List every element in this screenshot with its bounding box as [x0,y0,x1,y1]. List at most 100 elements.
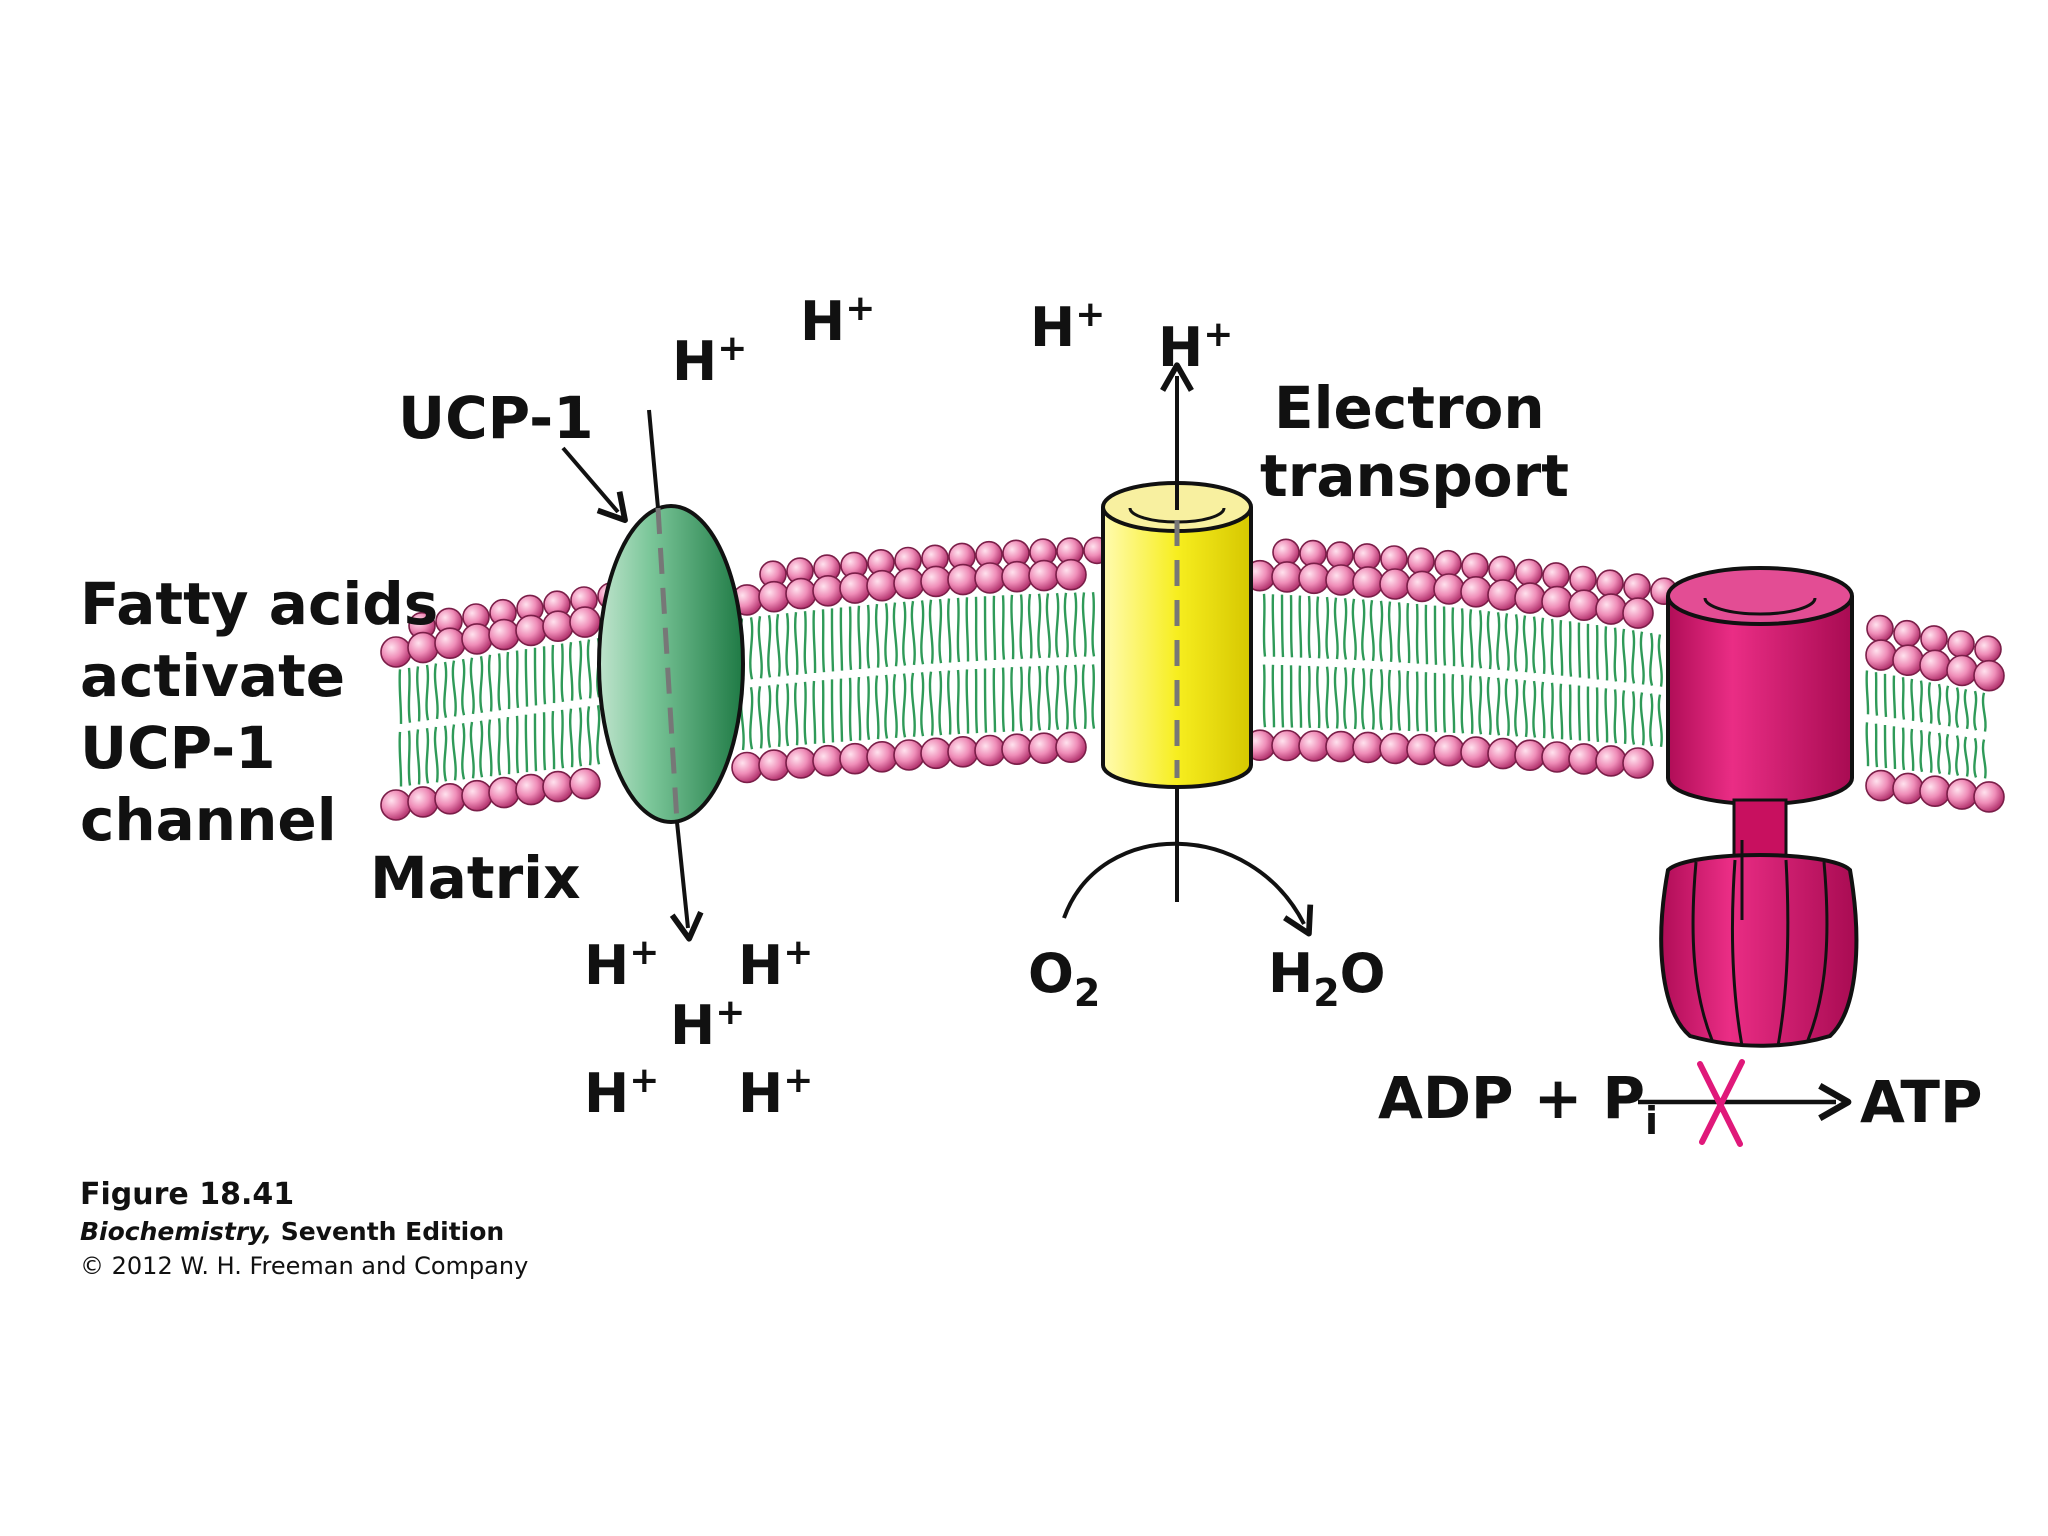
lipid-head [1460,575,1492,608]
lipid-tail [506,716,511,775]
water-label: H2O [1268,942,1386,1015]
lipid-tail [469,657,475,715]
lipid-tail [1397,602,1402,663]
lipid-tail [1945,733,1951,775]
lipid-tail [433,663,439,720]
lipid-tail [1478,610,1483,669]
lipid-tail [1981,692,1987,732]
lipid-tail [1451,607,1456,667]
lipid-tail [983,596,988,661]
lipid-tail [874,675,880,740]
lipid-tail [1298,665,1303,728]
lipid-tail [1091,664,1096,729]
lipid-tail [1073,664,1078,730]
lipid-tail [983,668,988,733]
lipid-head [569,606,601,638]
lipid-tail [1081,592,1087,657]
lipid-tail [1271,594,1276,657]
lipid-tail [1649,632,1654,686]
lipid-tail [1325,666,1330,729]
lipid-tail [1621,690,1627,745]
lipid-head [1622,747,1654,779]
lipid-head [1892,644,1924,677]
lipid-tail [1514,614,1519,672]
matrix-label: Matrix [370,844,580,912]
lipid-tail [1945,685,1951,727]
lipid-tail [1604,688,1609,743]
lipid-tail [830,679,835,743]
lipid-tail [398,731,403,787]
adp-pi-label: ADP + Pi [1378,1064,1658,1143]
lipid-tail [884,674,889,739]
lipid-tail [416,666,421,722]
ucp1-pointer-arrow [561,446,628,524]
lipid-tail [749,687,754,750]
lipid-head [839,572,871,604]
lipid-head [1487,579,1519,611]
lipid-tail [1540,681,1546,739]
lipid-tail [1559,620,1564,676]
lipid-tail [839,607,844,671]
lipid-tail [1496,677,1501,736]
lipid-tail [1927,682,1933,724]
proton-label: H+ [738,1060,813,1125]
lipid-head [1865,769,1897,802]
lipid-tail [767,615,772,678]
lipid-tail [848,677,853,742]
lipid-tail [425,664,430,721]
lipid-head [1893,619,1921,648]
lipid-tail [767,685,772,748]
lipid-head [380,789,412,821]
lipid-tail [560,709,565,769]
lipid-tail [1307,595,1312,659]
lipid-head [947,735,979,768]
lipid-tail [884,603,889,668]
lipid-tail [992,595,997,661]
lipid-tail [910,672,916,737]
lipid-tail [479,720,484,778]
lipid-head [461,779,493,812]
lipid-tail [1874,672,1879,716]
lipid-head [1379,568,1411,600]
lipid-tail [1262,593,1267,657]
lipid-tail [1486,611,1492,670]
lipid-head [1974,635,2002,664]
lipid-tail [533,647,538,706]
lipid-tail [443,725,448,782]
lipid-head [1946,654,1978,687]
lipid-head [1352,731,1384,764]
lipid-tail [1037,665,1042,731]
lipid-tail [1568,621,1573,677]
lipid-tail [1919,729,1924,773]
lipid-head [542,770,574,803]
lipid-tail [443,661,448,719]
lipid-head [1946,778,1978,810]
lipid-tail [965,597,970,662]
lipid-tail [1981,739,1987,779]
lipid-head [866,740,898,773]
lipid-tail [1486,676,1492,735]
lipid-tail [974,596,979,662]
blocked-cross-icon [1697,1059,1745,1147]
lipid-head [1298,562,1330,595]
lipid-tail [974,668,979,734]
lipid-tail [578,640,583,700]
ucp1-label: UCP-1 [398,384,594,452]
lipid-tail [956,597,961,663]
lipid-head [974,562,1006,594]
copyright: © 2012 W. H. Freeman and Company [80,1252,528,1280]
proton-label: H+ [800,288,875,353]
lipid-tail [524,714,529,773]
lipid-tail [487,719,493,777]
lipid-tail [451,724,457,781]
lipid-tail [1927,731,1933,773]
lipid-head [785,577,817,610]
lipid-tail [515,650,520,709]
lipid-tail [1460,674,1465,734]
lipid-head [1920,625,1948,653]
lipid-head [785,747,817,779]
lipid-tail [1532,680,1537,738]
lipid-tail [892,602,898,667]
proton-label: H+ [738,932,813,997]
lipid-tail [1424,672,1429,732]
